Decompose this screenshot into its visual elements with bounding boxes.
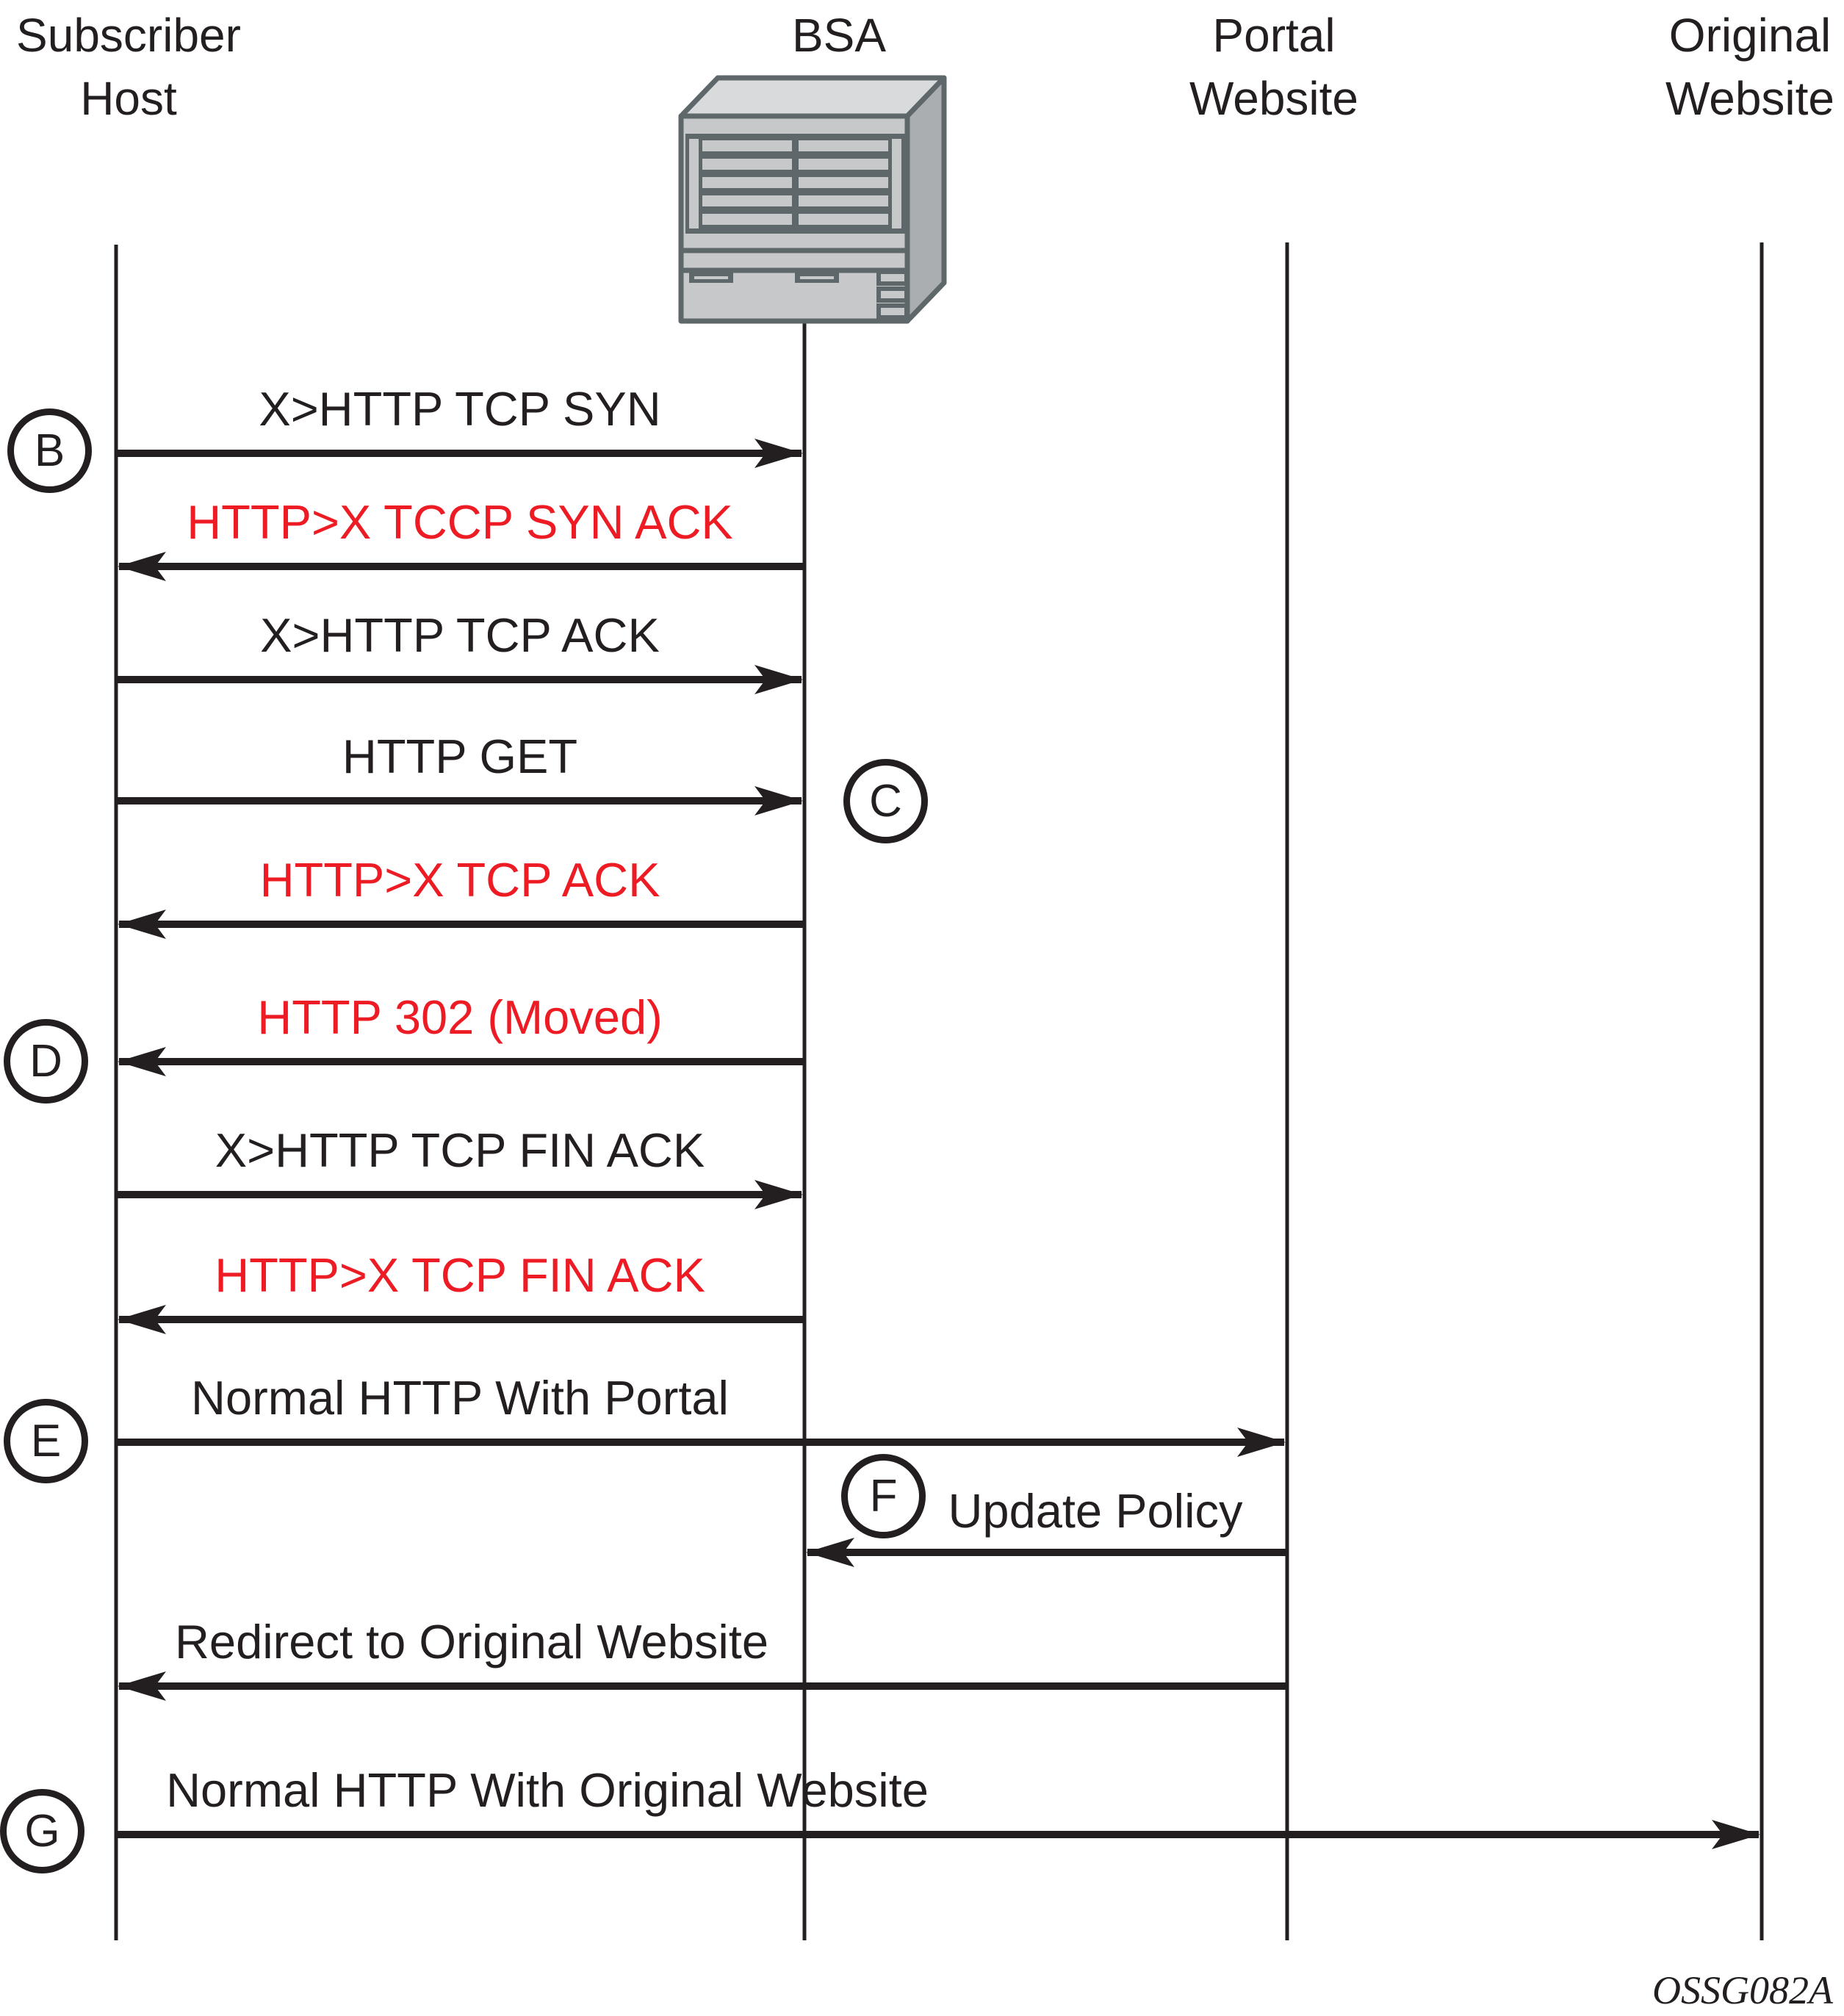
actor-label-subscriber-host: Subscriber Host [16,4,241,130]
message-label-normal-http-with-original-website: Normal HTTP With Original Website [166,1763,929,1817]
actor-label-line: Subscriber [16,9,241,62]
message-label-http-302-moved: HTTP 302 (Moved) [257,990,663,1044]
message-label-http-x-tccp-syn-ack: HTTP>X TCCP SYN ACK [187,495,733,549]
actor-label-line: Website [1665,72,1835,125]
step-letter: F [869,1471,898,1522]
actor-label-line: BSA [791,9,887,62]
message-label-normal-http-with-portal: Normal HTTP With Portal [191,1371,729,1425]
actor-label-portal-website: Portal Website [1189,4,1358,130]
step-letter: B [34,425,65,476]
message-label-x-http-tcp-fin-ack: X>HTTP TCP FIN ACK [215,1123,705,1177]
actor-label-line: Portal [1212,9,1336,62]
step-circle-e: E [4,1399,88,1483]
step-letter: G [24,1806,60,1857]
step-letter: D [29,1036,62,1087]
message-label-http-x-tcp-fin-ack: HTTP>X TCP FIN ACK [215,1248,705,1302]
step-letter: E [30,1416,62,1466]
actor-label-line: Website [1189,72,1359,125]
message-label-update-policy: Update Policy [948,1484,1243,1538]
step-circle-d: D [4,1019,88,1104]
message-label-http-x-tcp-ack: HTTP>X TCP ACK [259,853,660,907]
step-circle-c: C [843,759,928,843]
step-circle-g: G [0,1789,84,1873]
message-label-http-get: HTTP GET [342,730,578,783]
step-circle-f: F [841,1454,926,1538]
message-label-x-http-tcp-ack: X>HTTP TCP ACK [260,608,660,662]
message-label-x-http-tcp-syn: X>HTTP TCP SYN [259,382,661,436]
step-letter: C [869,776,902,827]
watermark-figure-id: OSSG082A [1652,1968,1833,2012]
step-circle-b: B [7,408,92,493]
message-label-redirect-to-original-website: Redirect to Original Website [174,1615,769,1668]
actor-label-line: Host [80,72,177,125]
actor-label-original-website: Original Website [1665,4,1834,130]
actor-label-bsa: BSA [792,4,886,67]
actor-label-line: Original [1668,9,1832,62]
bsa-router-icon [678,75,947,324]
